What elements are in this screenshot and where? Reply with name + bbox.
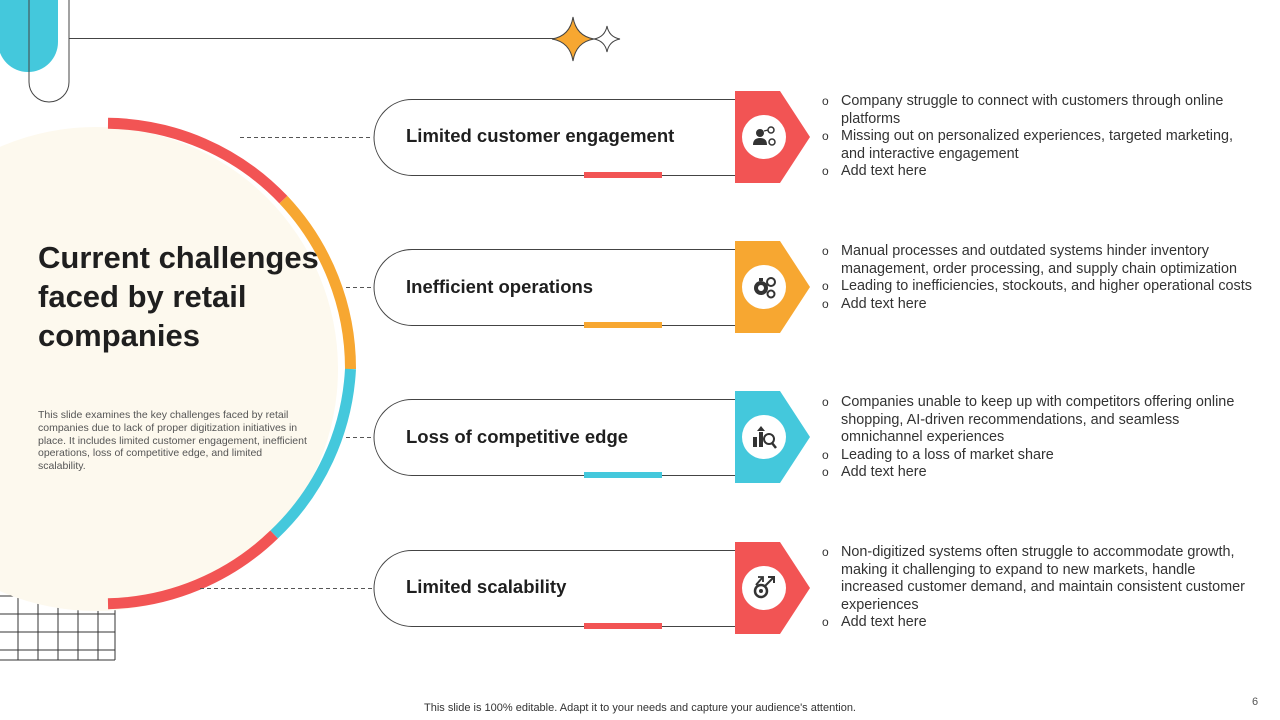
bullet-list-3: Companies unable to keep up with competi… (822, 394, 1252, 482)
list-item: Company struggle to connect with custome… (822, 93, 1252, 128)
slide-title: Current challenges faced by retail compa… (38, 240, 319, 353)
list-item: Leading to inefficiencies, stockouts, an… (822, 278, 1252, 296)
list-item: Missing out on personalized experiences,… (822, 128, 1252, 163)
arc-red-top (107, 117, 288, 204)
pill-outline-3 (373, 399, 736, 476)
challenge-title-1: Limited customer engagement (406, 125, 675, 146)
sparkle-star-outline (593, 25, 621, 53)
footer-note: This slide is 100% editable. Adapt it to… (424, 702, 856, 714)
underline-bar-2 (584, 322, 662, 328)
underline-bar-3 (584, 472, 662, 478)
slide-description: This slide examines the key challenges f… (38, 409, 307, 473)
competition-analysis-icon (742, 415, 786, 459)
list-item: Non-digitized systems often struggle to … (822, 544, 1252, 614)
challenge-title-3: Loss of competitive edge (406, 426, 629, 447)
pill-outline-1 (373, 99, 736, 176)
bullet-list-1: Company struggle to connect with custome… (822, 93, 1252, 181)
arc-red-bottom (107, 530, 278, 610)
page-number: 6 (1252, 696, 1259, 708)
growth-arrows-icon (742, 566, 786, 610)
list-item: Add text here (822, 464, 1252, 482)
customer-engagement-icon (742, 115, 786, 159)
pill-outline-2 (373, 249, 736, 326)
challenge-title-4: Limited scalability (406, 576, 567, 597)
list-item: Companies unable to keep up with competi… (822, 394, 1252, 447)
bullet-list-2: Manual processes and outdated systems hi… (822, 243, 1252, 313)
challenge-title-2: Inefficient operations (406, 276, 594, 297)
bullet-list-4: Non-digitized systems often struggle to … (822, 544, 1252, 632)
cream-circle (0, 127, 338, 611)
list-item: Add text here (822, 163, 1252, 181)
arc-orange (279, 195, 357, 370)
underline-bar-4 (584, 623, 662, 629)
list-item: Leading to a loss of market share (822, 447, 1252, 465)
underline-bar-1 (584, 172, 662, 178)
list-item: Add text here (822, 296, 1252, 314)
arc-teal (270, 368, 356, 539)
list-item: Add text here (822, 614, 1252, 632)
list-item: Manual processes and outdated systems hi… (822, 243, 1252, 278)
pill-outline-4 (373, 550, 736, 627)
sparkle-star-orange (551, 16, 595, 62)
top-left-outline-pill (28, 0, 70, 103)
stopwatch-gears-icon (742, 265, 786, 309)
